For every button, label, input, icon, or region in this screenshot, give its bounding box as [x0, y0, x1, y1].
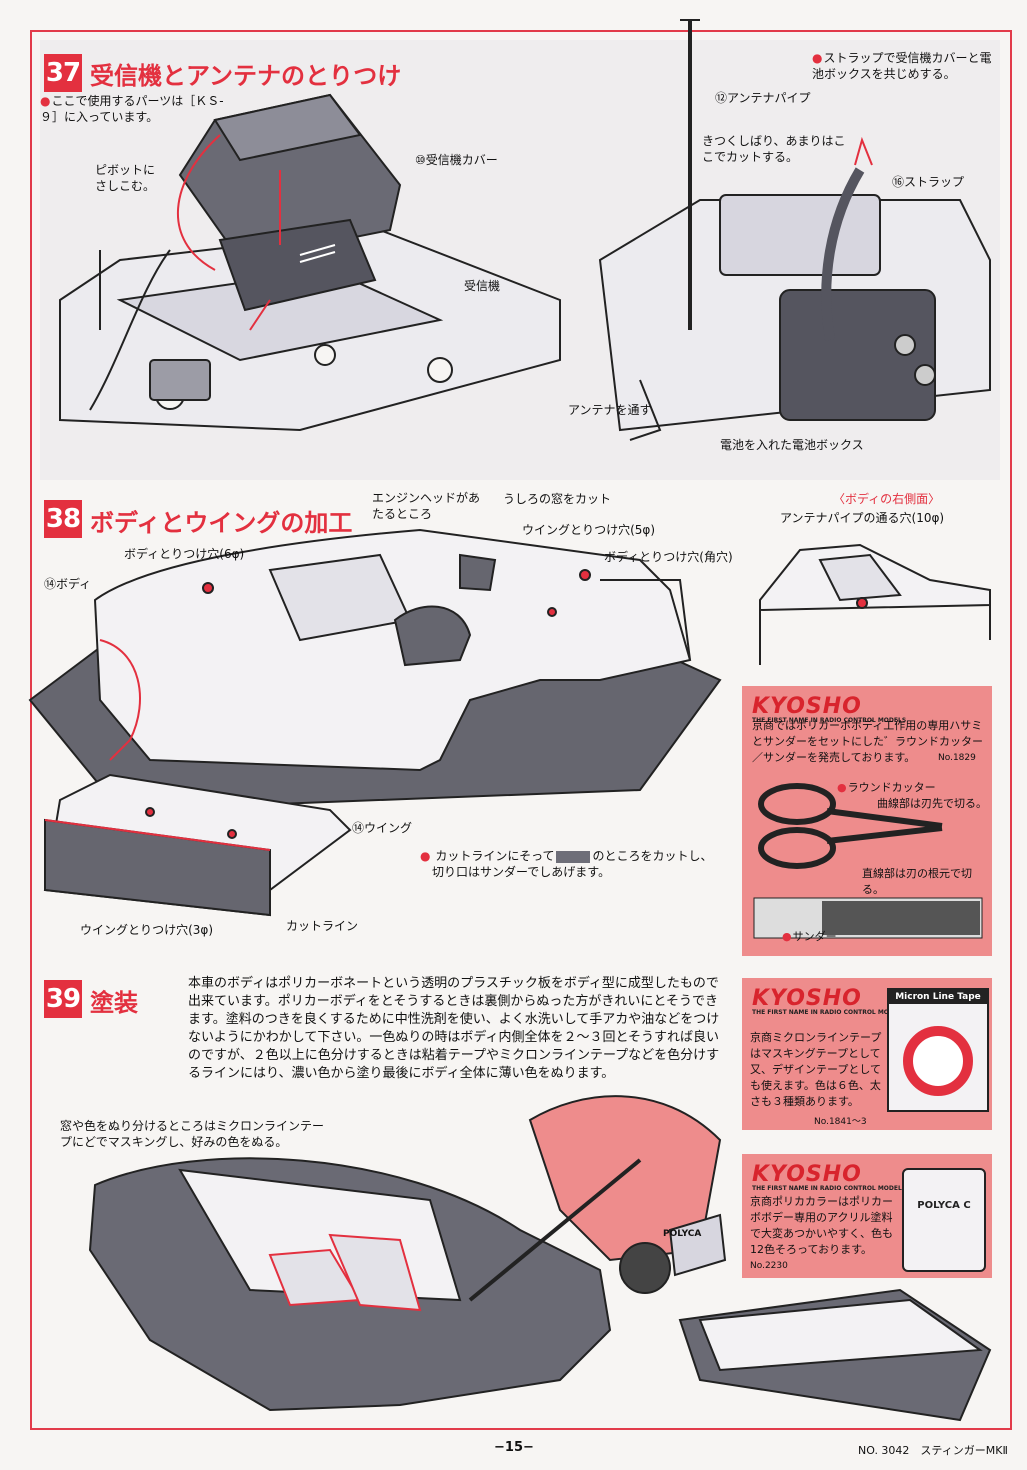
curve-note: 曲線部は刃先で切る。	[877, 797, 987, 810]
chassis-illustration-left	[59, 93, 561, 432]
cut-line-note-text-2: のところをカットし、	[592, 849, 713, 863]
wing-holes-3-label: ウイングとりつけ穴(3φ)	[80, 923, 214, 937]
body-label: ⑭ボディ	[44, 577, 92, 591]
cut-note: きつくしばり、あまりはここでカットする。	[702, 134, 846, 164]
sander-label: サンダー	[782, 929, 837, 945]
section-39-number: 39	[44, 980, 82, 1018]
micron-tape-package: Micron Line Tape	[887, 988, 989, 1112]
micron-tape-product: Micron Line Tape	[889, 990, 987, 1004]
antenna-through-label: アンテナを通す	[568, 403, 652, 417]
section-39-title: 塗装	[90, 989, 138, 1017]
scissors-icon	[753, 783, 983, 939]
cut-line-note: カットラインにそって のところをカットし、	[420, 848, 713, 864]
section-38-number: 38	[44, 500, 82, 538]
pivot-note: ピボットにさしこむ。	[95, 163, 156, 193]
paint-jar-icon: POLYCA C	[902, 1168, 986, 1272]
ad-polyca-text: 京商ポリカカラーはポリカーボボデー専用のアクリル塗料で大変あつかいやすく、色も1…	[750, 1195, 893, 1256]
receiver-label: 受信機	[464, 279, 501, 293]
ad-micron-tape-code: No.1841〜3	[814, 1117, 867, 1127]
tape-roll-icon	[903, 1026, 973, 1096]
page-number: −15−	[494, 1440, 534, 1455]
body-holes-square-label: ボディとりつけ穴(角穴)	[604, 550, 733, 564]
shade-swatch	[556, 850, 591, 863]
ad-polyca-code: No.2230	[750, 1261, 788, 1271]
cut-line-note-3: 切り口はサンダーでしあげます。	[432, 865, 611, 879]
straight-note: 直線部は刃の根元で切る。	[862, 867, 972, 896]
page-frame	[30, 30, 1012, 1430]
section-38-title: ボディとウイングの加工	[90, 509, 353, 537]
body-illustration	[28, 528, 722, 812]
mask-note: 窓や色をぬり分けるところはミクロンラインテープにどでマスキングし、好みの色をぬる…	[60, 1119, 325, 1149]
painting-illustration	[88, 1095, 992, 1422]
chassis-illustration-right	[598, 19, 991, 441]
strap-label: ⑯ストラップ	[892, 175, 965, 189]
right-side-title: 〈ボディの右側面〉	[833, 492, 941, 506]
battery-box-label: 電池を入れた電池ボックス	[720, 438, 864, 452]
round-cutter-label: ラウンドカッター	[837, 780, 936, 796]
parts-note: ここで使用するパーツは［ＫＳ-９］に入っています。	[40, 93, 225, 125]
antenna-pipe-label: ⑫アンテナパイプ	[715, 91, 811, 105]
ad-micron-tape-text: 京商ミクロンラインテープはマスキングテープとして又、デザインテープとしても使えま…	[750, 1031, 882, 1108]
paint-jar-label: POLYCA C	[917, 1200, 971, 1211]
wing-illustration	[43, 773, 352, 917]
wing-holes-5-label: ウイングとりつけ穴(5φ)	[522, 523, 656, 537]
cut-line-label: カットライン	[286, 919, 359, 933]
rear-window-label: うしろの窓をカット	[503, 492, 612, 506]
ad-round-cutter-code: No.1829	[938, 753, 976, 763]
section-37-title: 受信機とアンテナのとりつけ	[90, 62, 402, 90]
body-holes-6-label: ボディとりつけ穴(6φ)	[124, 547, 245, 561]
paint-can-label: POLYCA	[663, 1229, 702, 1239]
cut-line-note-text: カットラインにそって	[435, 849, 555, 863]
body-right-side-illustration	[759, 543, 991, 665]
engine-head-label: エンジンヘッドがあたるところ	[372, 491, 481, 521]
strap-note: ストラップで受信機カバーと電池ボックスを共じめする。	[812, 50, 997, 82]
receiver-cover-label: ⑩受信機カバー	[415, 153, 498, 167]
wing-label: ⑭ウイング	[352, 821, 413, 835]
model-number: NO. 3042 スティンガーMKⅡ	[858, 1444, 1008, 1457]
ad-round-cutter-text: 京商ではポリカーボボディ工作用の専用ハサミとサンダーをセットにした゛ラウンドカッ…	[752, 719, 983, 764]
painting-instructions: 本車のボディはポリカーボネートという透明のプラスチック板をボディ型に成型したもの…	[188, 976, 720, 1081]
section-37-number: 37	[44, 54, 82, 92]
antenna-pipe-hole-label: アンテナパイプの通る穴(10φ)	[780, 511, 945, 525]
